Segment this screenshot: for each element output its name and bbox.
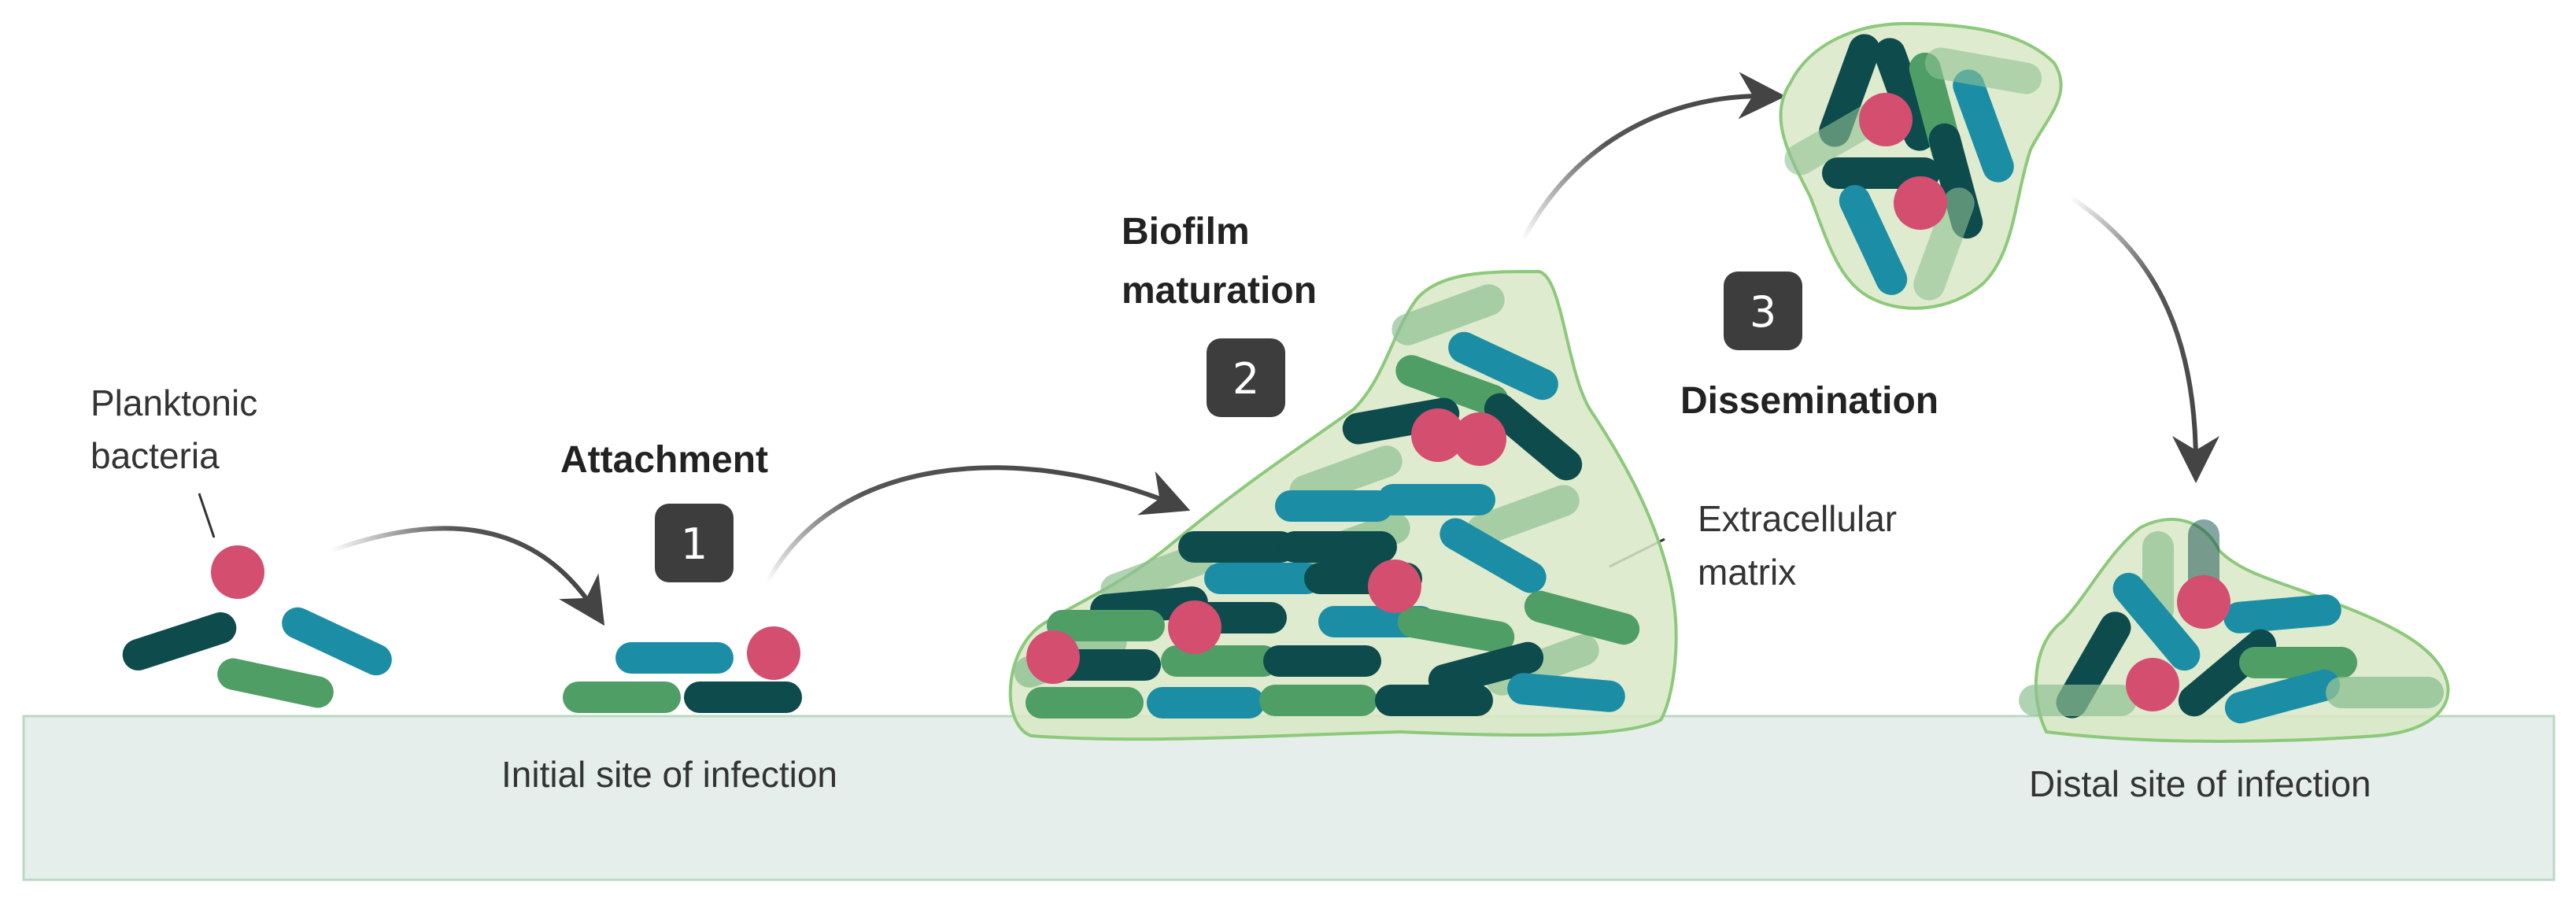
biofilm-rod — [1375, 685, 1493, 716]
biofilm-rod — [1204, 563, 1322, 594]
matrix-rod — [1466, 485, 1580, 546]
distal-rod — [2224, 669, 2341, 724]
attachment-label: Attachment — [560, 439, 768, 481]
attached-rod — [615, 642, 734, 674]
biofilm-coccus — [1411, 408, 1465, 462]
biofilm-coccus — [1026, 630, 1080, 684]
distal-rod — [2112, 572, 2201, 671]
distal-coccus — [2126, 658, 2179, 711]
distal-rod — [2223, 594, 2341, 634]
attached-rod — [684, 682, 802, 713]
planktonic-rod — [122, 612, 237, 670]
biofilm-rod — [1047, 610, 1165, 641]
biofilm-rod — [1178, 531, 1296, 563]
process-arrows — [329, 72, 2219, 626]
ecm-label-line1: Extracellular — [1698, 498, 1897, 539]
biofilm-rod — [1395, 355, 1509, 416]
biofilm-rod — [1263, 645, 1381, 677]
biofilm-coccus — [1453, 412, 1506, 466]
biofilm-rod — [1342, 397, 1460, 445]
cluster-rod — [1924, 47, 2042, 94]
attached-coccus — [747, 626, 800, 680]
biofilm-rod — [1440, 518, 1547, 593]
biofilm-label-line1: Biofilm — [1122, 211, 1250, 253]
biofilm-rod — [1377, 484, 1495, 515]
attached-rod — [563, 682, 681, 713]
biofilm-rod — [1279, 531, 1397, 563]
biofilm-rod — [1161, 645, 1279, 677]
distal-rod — [2019, 685, 2137, 716]
biofilm-label-line2: maturation — [1122, 270, 1317, 312]
cluster-rod — [1953, 69, 2014, 183]
step-badge-2: 2 — [1207, 338, 1285, 417]
initial-site-label: Initial site of infection — [501, 754, 837, 795]
biofilm-rod — [1275, 490, 1393, 522]
distal-site-label: Distal site of infection — [2029, 763, 2371, 804]
step-badge-1: 1 — [655, 504, 734, 582]
step-badge-3: 3 — [1724, 272, 1802, 350]
planktonic-rod — [217, 658, 334, 708]
biofilm-rod — [1147, 687, 1265, 718]
biofilm-rod — [1524, 590, 1640, 645]
step-number-3: 3 — [1750, 287, 1776, 337]
planktonic-label-line1: Planktonic — [91, 382, 257, 423]
cluster-rod — [1913, 187, 1975, 301]
arrow-to-attachment — [329, 526, 605, 626]
matrix-rod — [1391, 284, 1505, 345]
distal-coccus — [2177, 575, 2230, 629]
cluster-rod — [1874, 38, 1935, 151]
distal-rod — [2239, 647, 2357, 678]
ecm-label-line2: matrix — [1698, 552, 1796, 593]
step-number-1: 1 — [681, 519, 708, 569]
step-number-2: 2 — [1233, 354, 1259, 404]
planktonic-rod — [282, 607, 392, 676]
biofilm-coccus — [1168, 600, 1221, 654]
arrow-to-dissemination — [1521, 72, 1786, 242]
planktonic-coccus — [211, 545, 264, 599]
biofilm-rod — [1397, 606, 1515, 653]
dissemination-label: Dissemination — [1680, 380, 1938, 422]
cluster-coccus — [1859, 93, 1913, 146]
biofilm-rod — [1428, 641, 1544, 696]
biofilm-rod — [1259, 685, 1377, 716]
planktonic-label-line2: bacteria — [91, 435, 220, 476]
cluster-coccus — [1894, 176, 1947, 230]
biofilm-rod — [1507, 673, 1625, 712]
cluster-rod — [1819, 34, 1880, 147]
arrow-to-maturation — [765, 465, 1191, 584]
planktonic-pointer — [198, 493, 216, 538]
cluster-rod — [1839, 185, 1908, 295]
distal-rod — [2326, 677, 2444, 708]
biofilm-coccus — [1368, 560, 1421, 613]
biofilm-rod — [1026, 687, 1144, 718]
biofilm-rod — [1448, 331, 1558, 401]
bacteria-layer — [122, 34, 2444, 724]
biofilm-rod — [1484, 393, 1583, 481]
arrow-to-distal-site — [2068, 194, 2219, 483]
tissue-surface — [22, 715, 2556, 881]
